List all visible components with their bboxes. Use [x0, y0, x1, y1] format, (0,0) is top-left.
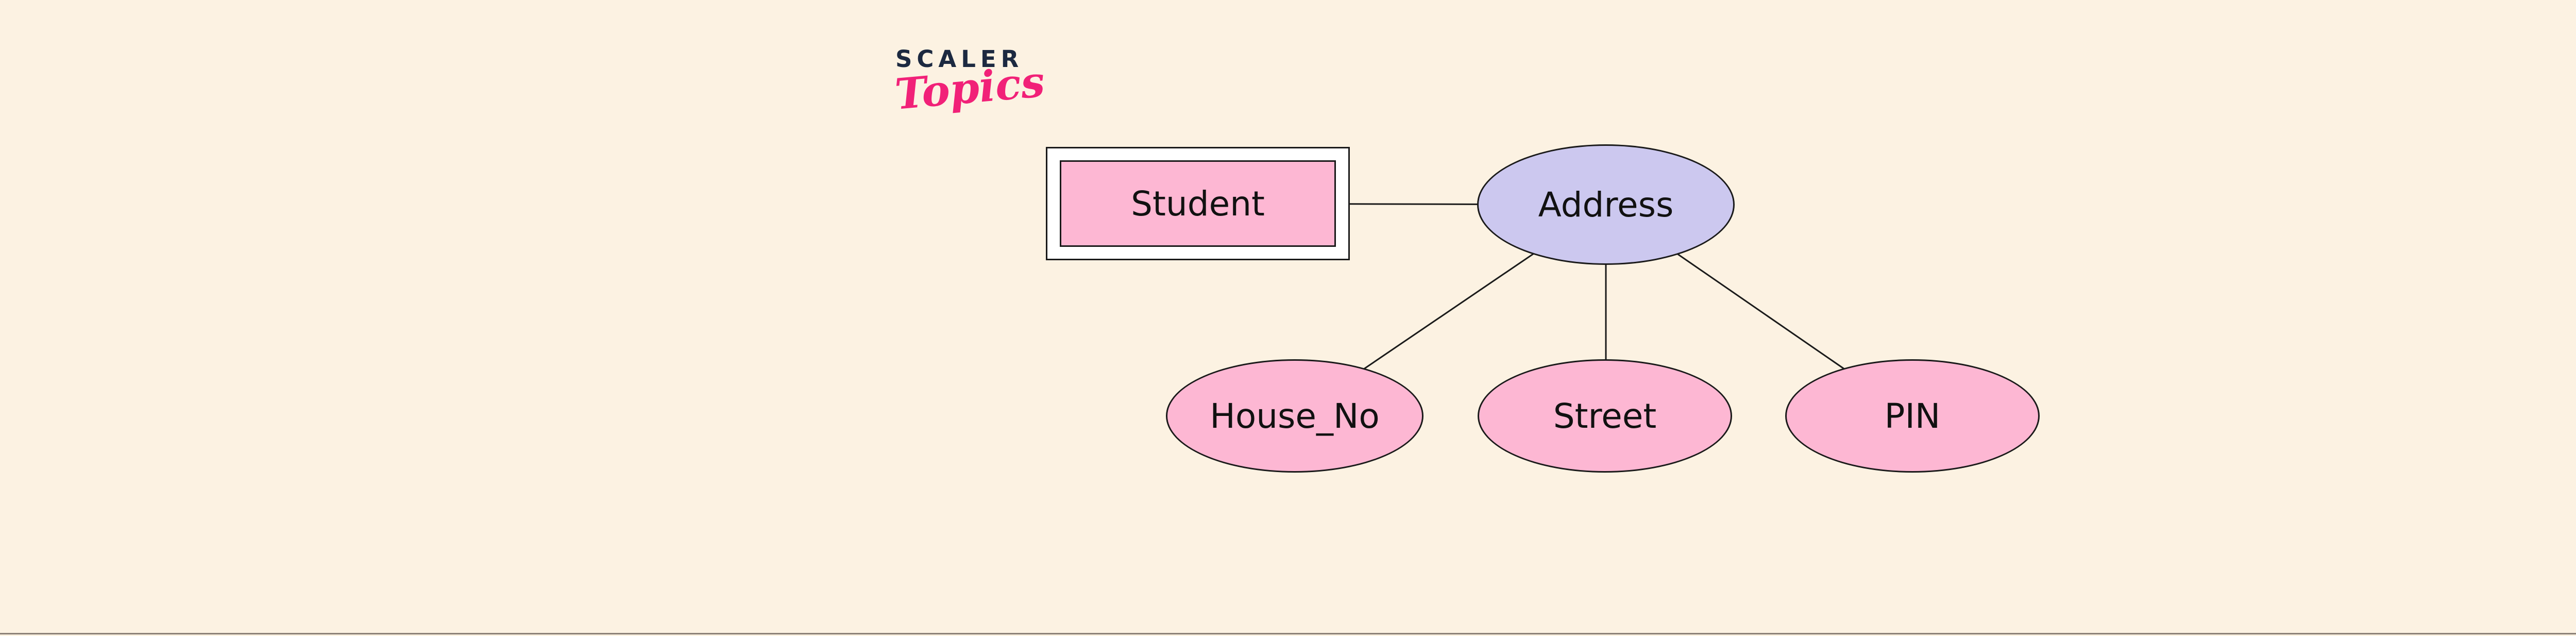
attribute-house-no: House_No	[1166, 359, 1423, 473]
attribute-street-label: Street	[1553, 396, 1657, 436]
attribute-house-no-label: House_No	[1210, 396, 1380, 436]
entity-student: Student	[1046, 147, 1350, 260]
attribute-address-label: Address	[1538, 185, 1674, 225]
logo-scaler-text: SCALER	[895, 45, 1024, 73]
attribute-address: Address	[1477, 144, 1735, 265]
attribute-pin: PIN	[1785, 359, 2040, 473]
bottom-divider	[0, 633, 2576, 634]
entity-student-inner-box: Student	[1060, 160, 1336, 247]
attribute-pin-label: PIN	[1884, 396, 1941, 436]
attribute-street: Street	[1478, 359, 1732, 473]
scaler-topics-logo: SCALER Topics	[893, 45, 1047, 120]
logo-topics-text: Topics	[893, 57, 1047, 120]
entity-student-label: Student	[1131, 183, 1265, 224]
